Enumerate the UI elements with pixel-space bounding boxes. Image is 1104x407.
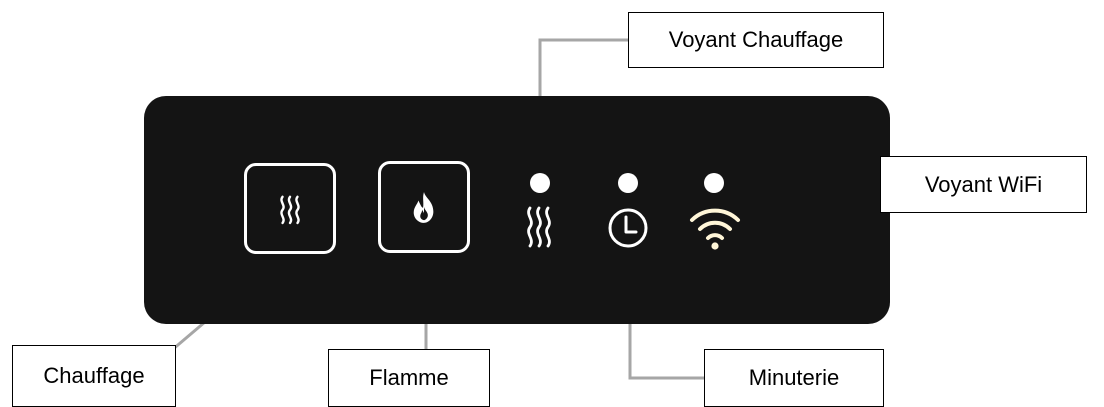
wifi-icon — [690, 208, 740, 250]
flame-button[interactable] — [378, 161, 470, 253]
heat-indicator-led — [530, 173, 550, 193]
label-minuterie: Minuterie — [704, 349, 884, 407]
heat-waves-icon — [527, 206, 551, 248]
heat-button[interactable] — [244, 163, 336, 254]
wifi-indicator-led — [704, 173, 724, 193]
label-chauffage: Chauffage — [12, 345, 176, 407]
label-voyant-chauffage: Voyant Chauffage — [628, 12, 884, 68]
timer-indicator-led — [618, 173, 638, 193]
label-flamme: Flamme — [328, 349, 490, 407]
clock-icon — [608, 208, 648, 248]
heat-waves-icon — [280, 195, 300, 225]
flame-icon — [413, 192, 434, 223]
label-voyant-wifi: Voyant WiFi — [880, 156, 1087, 213]
